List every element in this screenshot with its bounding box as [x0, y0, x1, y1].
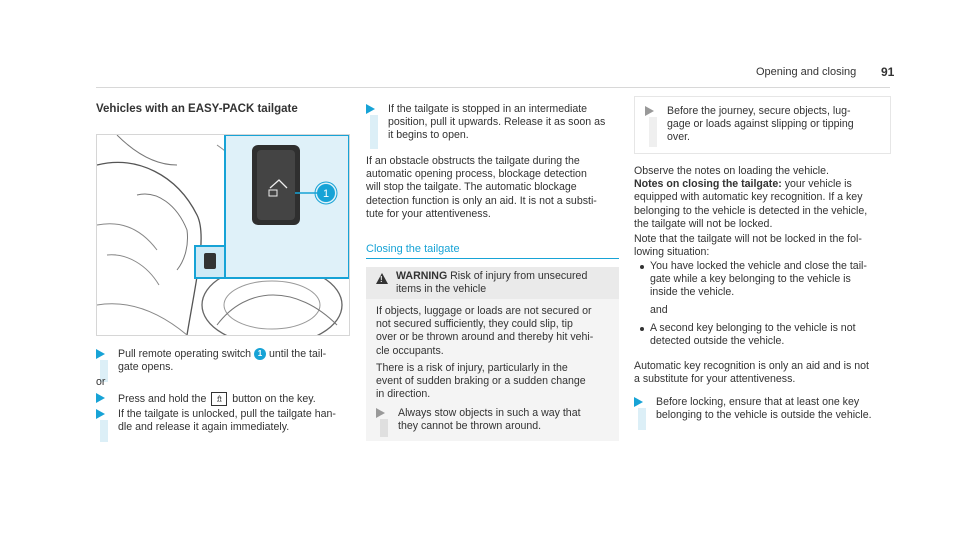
bullet-item: A second key belonging to the vehicle is… [634, 322, 894, 348]
step-before-locking: Before locking, ensure that at least one… [634, 396, 894, 432]
step-arrow-icon [96, 393, 105, 403]
bullet-icon [640, 327, 644, 331]
step-arrow-icon [96, 349, 105, 359]
warning-triangle-icon [376, 273, 388, 284]
running-header: Opening and closing [756, 66, 857, 78]
auto-recognition-paragraph: Automatic key recognition is only an aid… [634, 360, 869, 386]
note-situation: Note that the tailgate will not be locke… [634, 233, 862, 259]
warning-header: ! WARNING Risk of injury from unsecured … [366, 267, 619, 299]
step-arrow-icon [376, 408, 385, 418]
warning-box: ! WARNING Risk of injury from unsecured … [366, 267, 619, 441]
tailgate-key-icon: ⇯ [211, 392, 228, 406]
and-text: and [650, 304, 668, 316]
callout-badge: 1 [254, 348, 267, 361]
step-pull-switch: Pull remote operating switch 1 until the… [96, 348, 346, 388]
bullet-icon [640, 265, 644, 269]
step-intermediate-position: If the tailgate is stopped in an interme… [366, 103, 616, 151]
secure-objects-box: Before the journey, secure objects, lug-… [634, 96, 891, 154]
header-divider [96, 87, 890, 88]
door-panel-drawing: 1 [97, 135, 349, 335]
step-secure-objects: Before the journey, secure objects, lug-… [645, 105, 885, 149]
warning-paragraph-1: If objects, luggage or loads are not sec… [376, 305, 594, 357]
step-arrow-icon [634, 397, 643, 407]
step-arrow-icon [96, 409, 105, 419]
warning-step: Always stow objects in such a way that t… [376, 407, 616, 439]
callout-number: 1 [323, 188, 329, 200]
step-press-key: Press and hold the ⇯ button on the key. [96, 392, 346, 410]
or-text: or [96, 376, 106, 388]
notes-paragraph: Observe the notes on loading the vehicle… [634, 165, 868, 230]
section-title: Vehicles with an EASY-PACK tailgate [96, 103, 298, 115]
blockage-paragraph: If an obstacle obstructs the tailgate du… [366, 155, 597, 220]
step-pull-handle: If the tailgate is unlocked, pull the ta… [96, 408, 346, 444]
closing-heading-rule [366, 258, 619, 259]
warning-paragraph-2: There is a risk of injury, particularly … [376, 362, 586, 401]
page-number: 91 [881, 65, 895, 79]
step-arrow-icon [366, 104, 375, 114]
warning-label: WARNING [396, 270, 448, 282]
closing-heading: Closing the tailgate [366, 243, 460, 255]
bullet-item: You have locked the vehicle and close th… [634, 260, 894, 300]
step-arrow-icon [645, 106, 654, 116]
tailgate-switch-illustration: 1 [96, 134, 350, 336]
